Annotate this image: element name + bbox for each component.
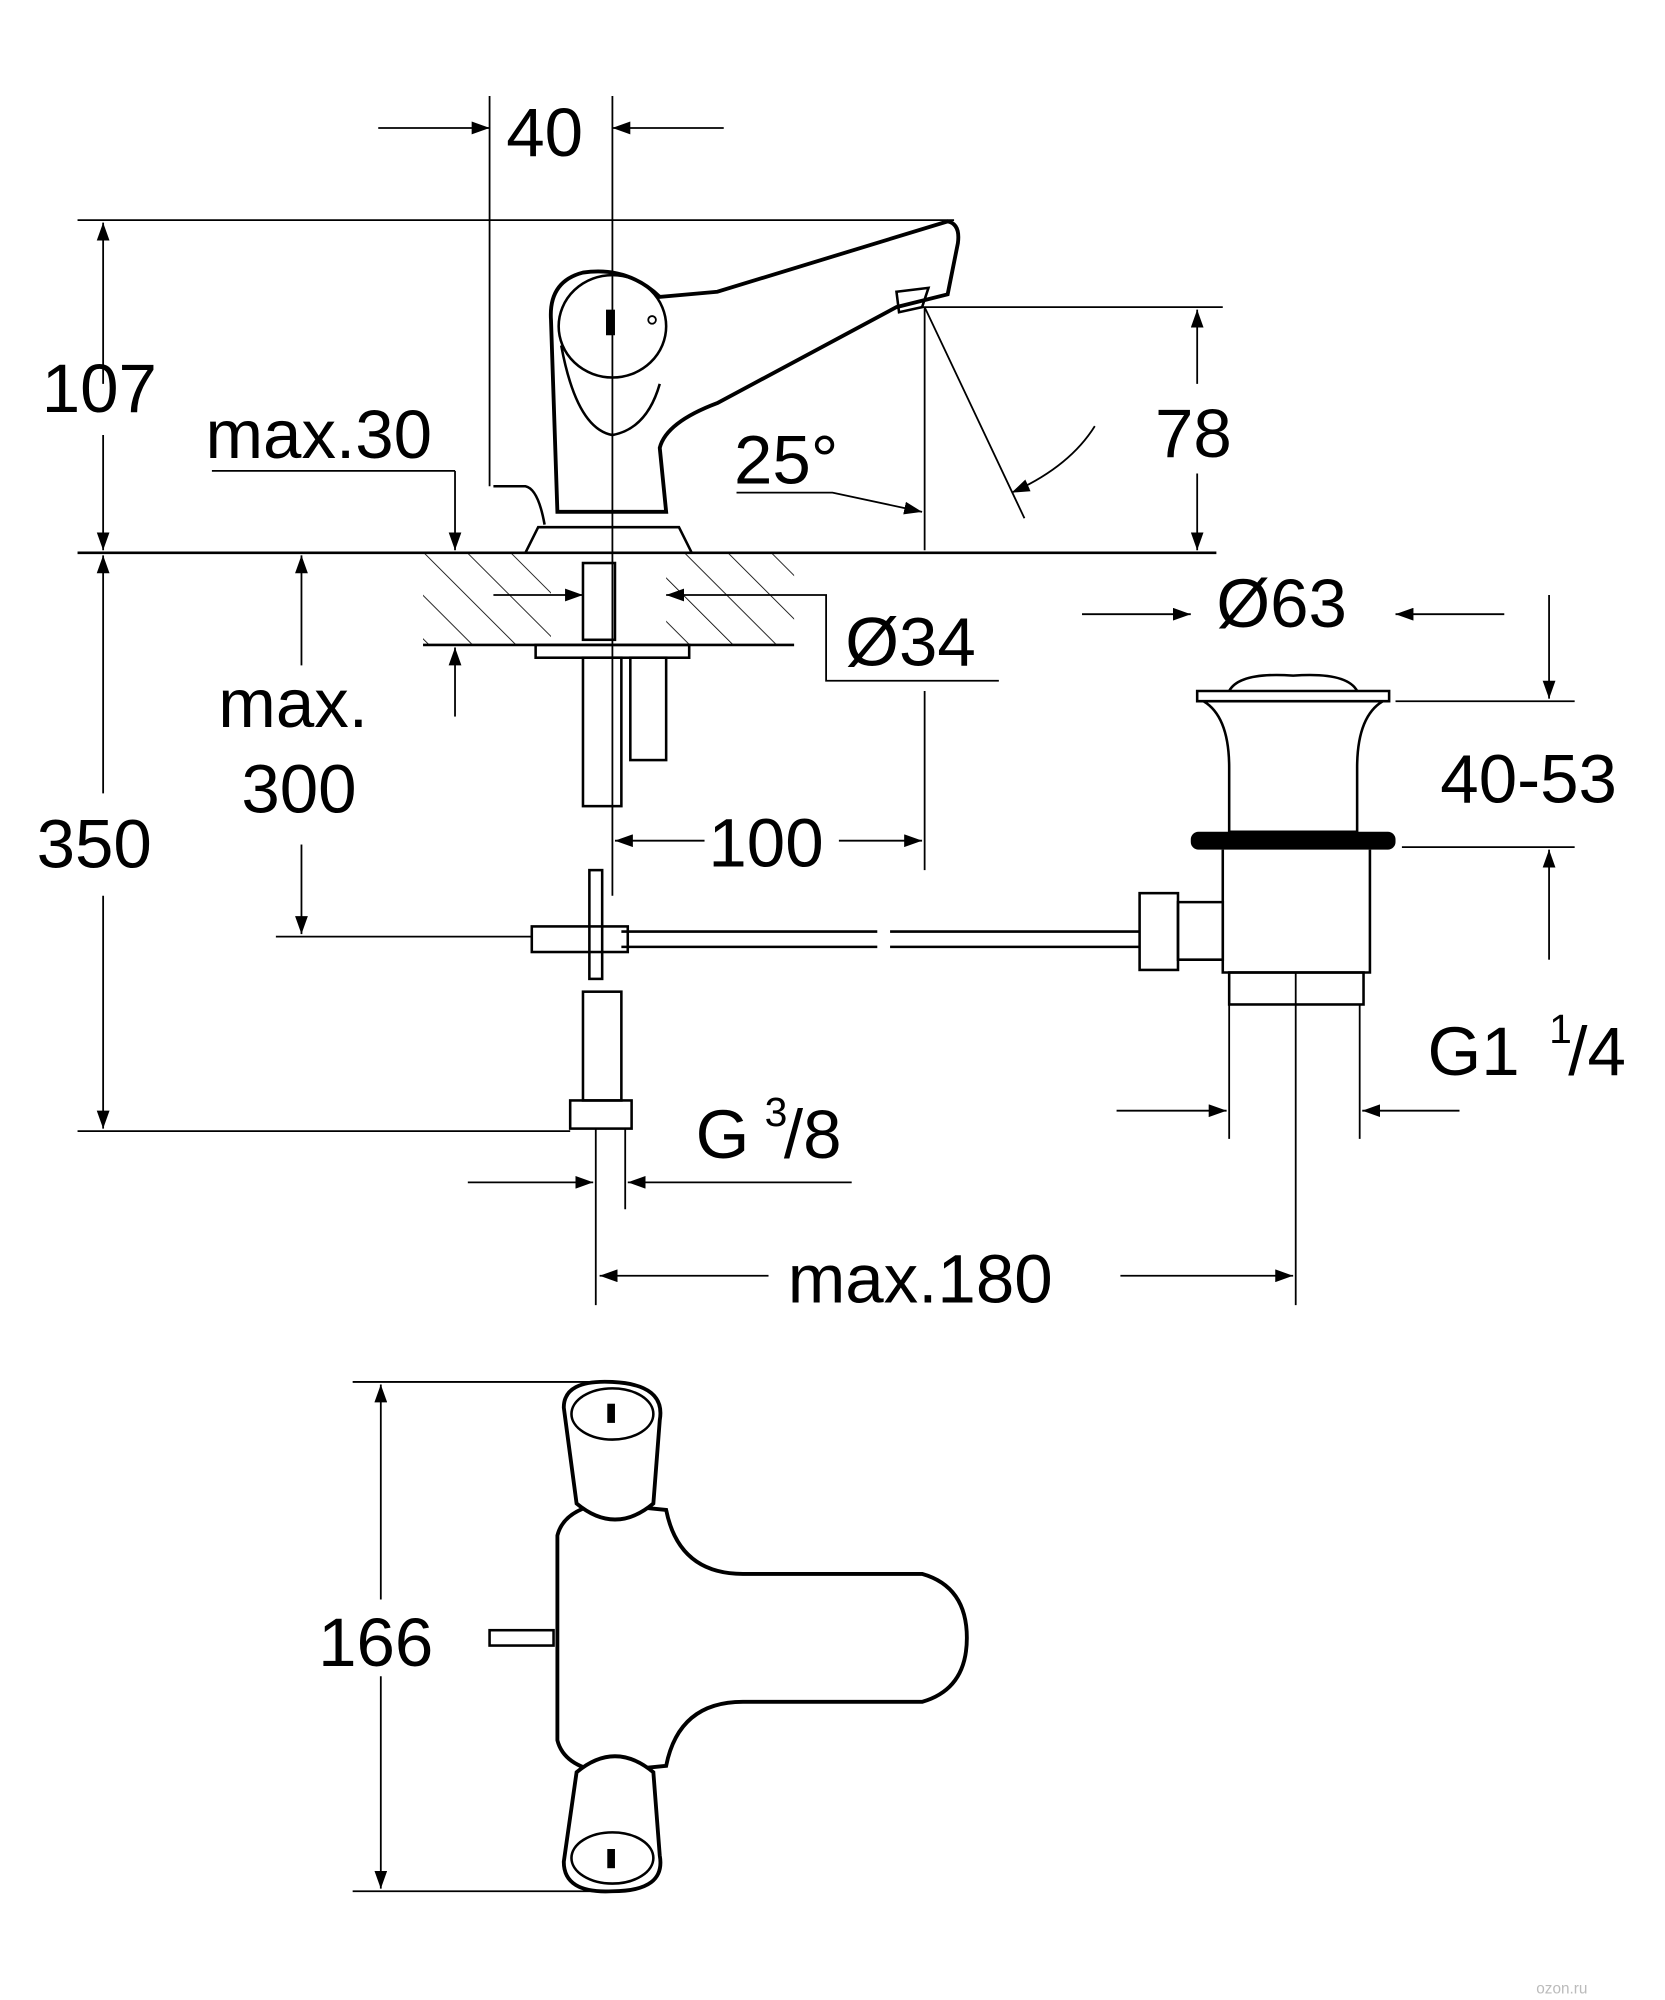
label-spray-angle: 25°: [734, 421, 838, 499]
label-max-line1: max.: [218, 664, 368, 742]
label-spout-offset: 40: [506, 93, 583, 171]
label-hole-diameter: Ø34: [845, 602, 976, 680]
label-g1-prefix: G1: [1428, 1012, 1520, 1090]
label-height-top: 107: [42, 349, 157, 427]
label-rod-offset: 100: [708, 803, 823, 881]
watermark: ozon.ru: [1536, 1981, 1587, 1998]
label-outlet-height: 78: [1155, 394, 1232, 472]
label-max-line2: 300: [241, 750, 356, 828]
countertop-section: [77, 551, 1217, 808]
dimension-labels: 40 107 max.30 25° 78 Ø34 Ø63 40-53 max. …: [37, 93, 1626, 1997]
label-max-thickness: max.30: [206, 395, 433, 473]
label-g-prefix: G: [696, 1095, 750, 1173]
dimension-lines: [77, 95, 1575, 1893]
pop-up-rod: [530, 868, 878, 1130]
label-total-height: 350: [37, 805, 152, 883]
faucet-side-view: [493, 219, 961, 554]
label-drain-diameter: Ø63: [1216, 564, 1347, 642]
label-g-den: /8: [784, 1095, 842, 1173]
label-g-num: 3: [765, 1089, 788, 1135]
label-max-spacing: max.180: [788, 1240, 1053, 1318]
label-g1-num: 1: [1549, 1006, 1572, 1052]
label-top-view-width: 166: [318, 1603, 433, 1681]
drain-assembly: [890, 673, 1396, 1006]
label-drain-range: 40-53: [1440, 739, 1617, 817]
faucet-top-view: [488, 1379, 969, 1894]
label-g1-den: /4: [1568, 1012, 1626, 1090]
